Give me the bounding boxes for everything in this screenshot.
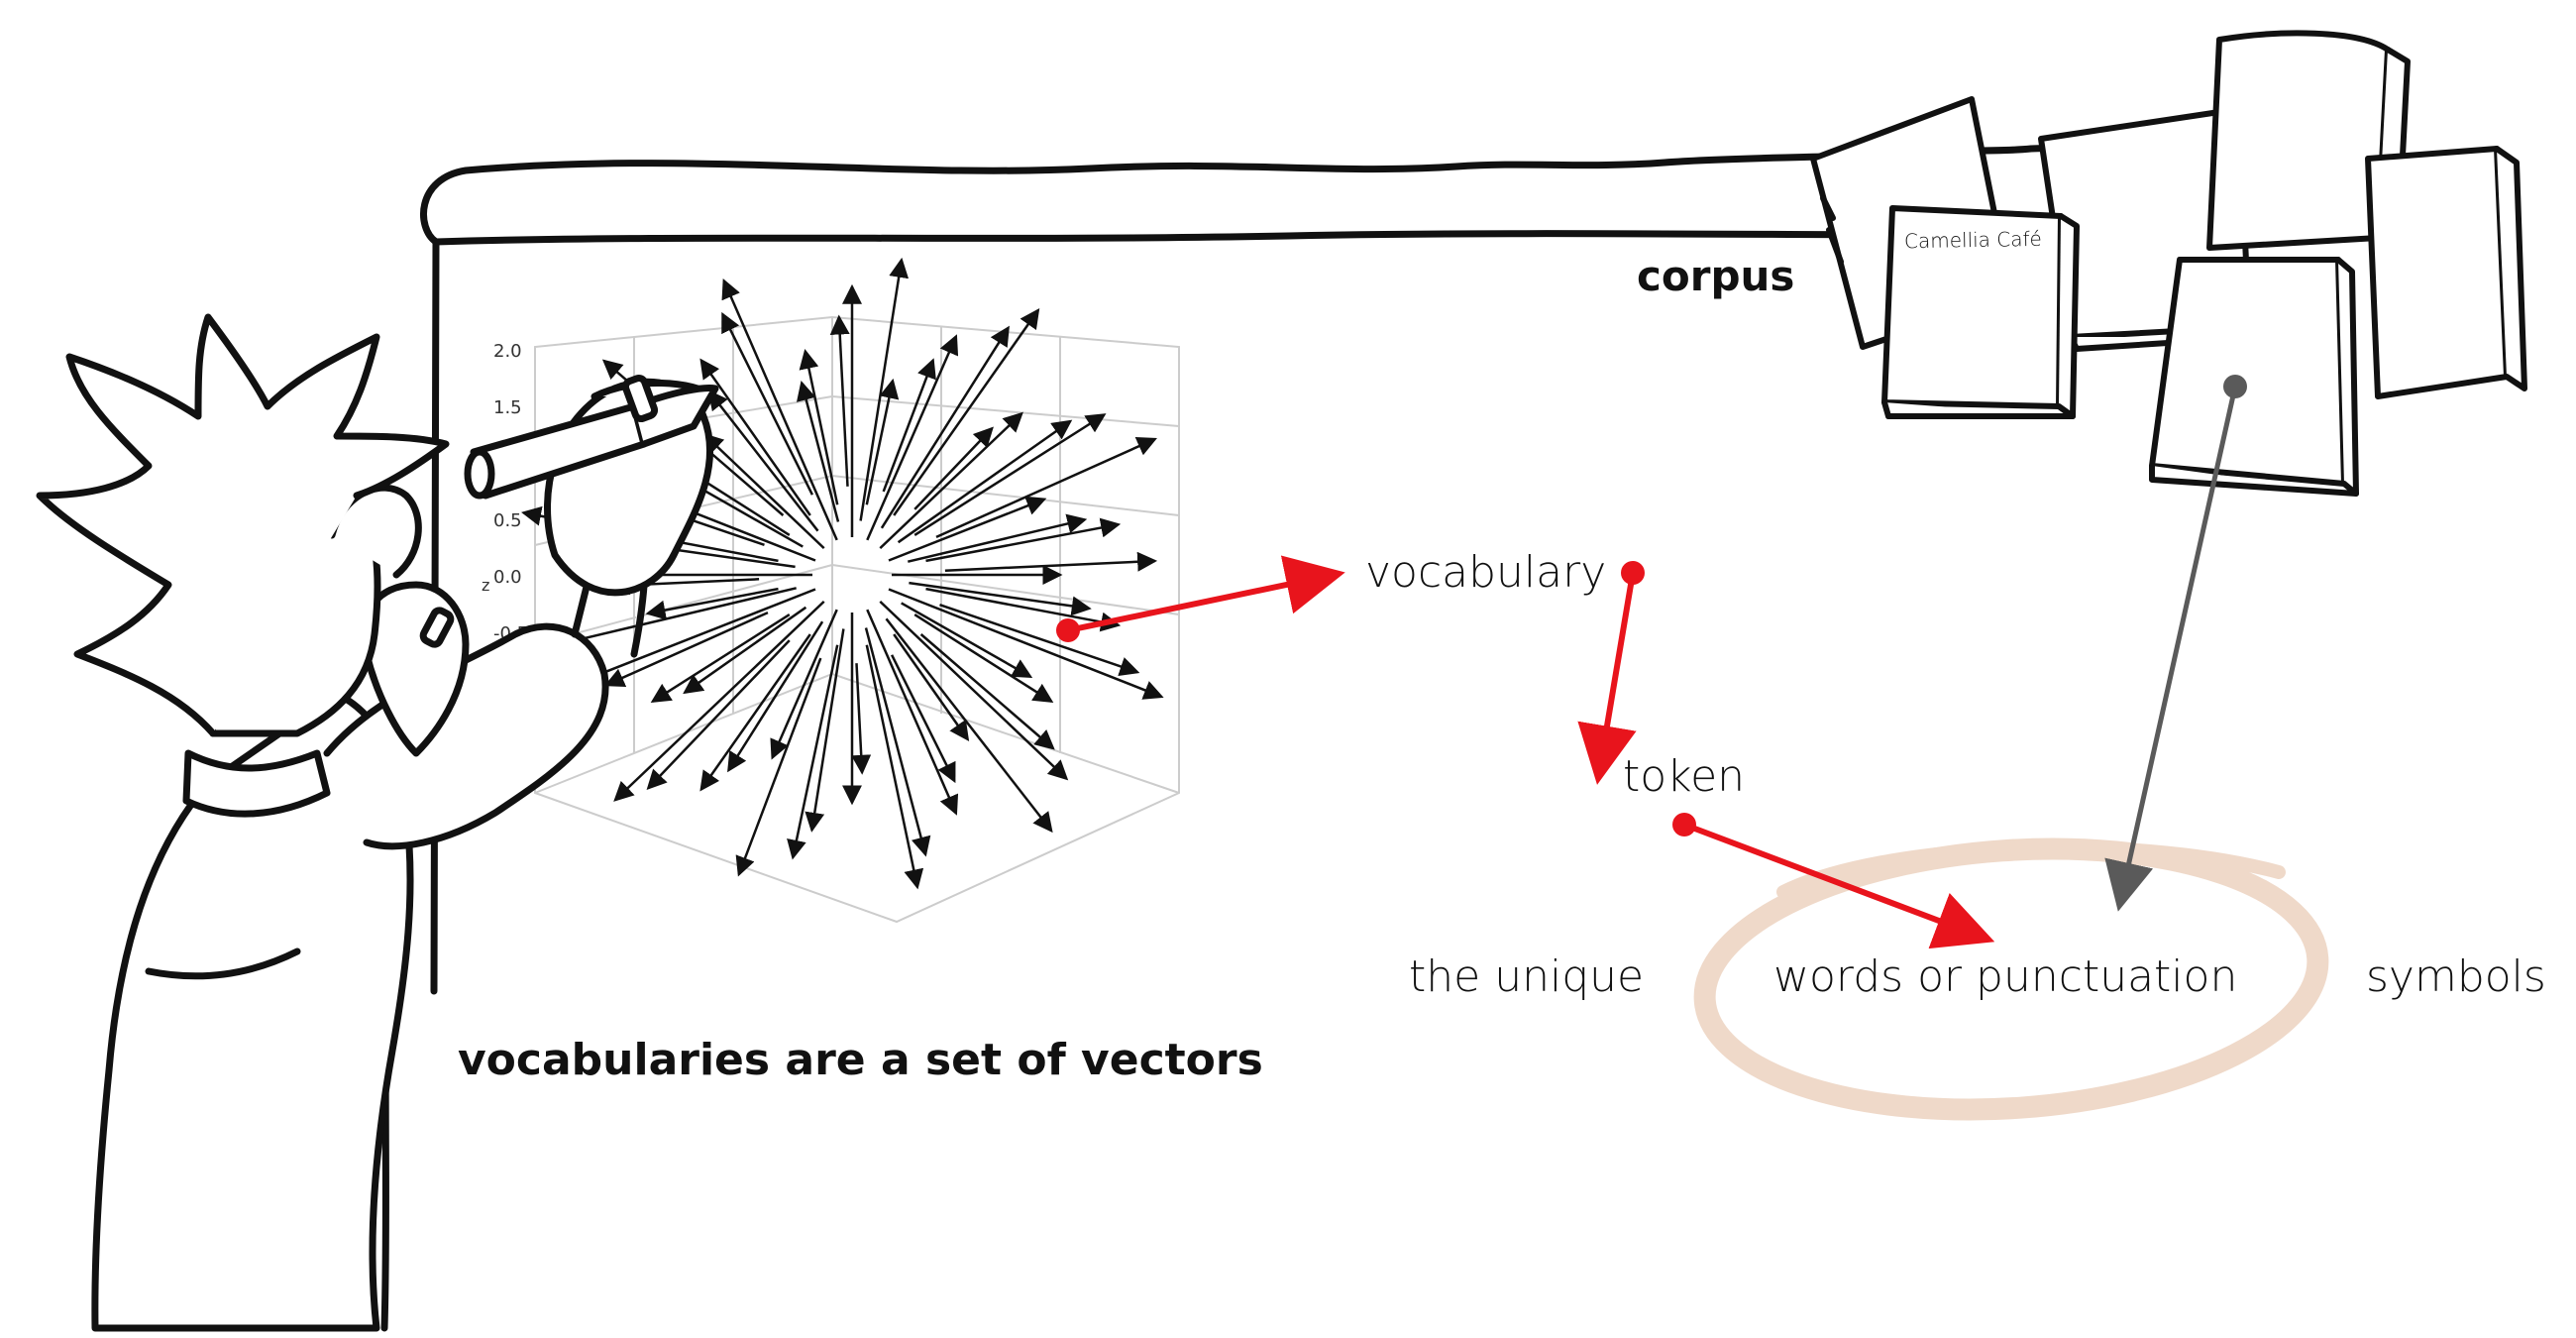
vector-arrow [925,517,1122,563]
arrow-token-to-words [1682,822,1995,949]
vector-arrows [521,257,1164,890]
vector-arrow [864,627,931,857]
corpus-books-illustration [1810,30,2527,497]
vector-arrow [865,644,924,890]
vector-arrow [787,644,839,860]
vector-arrow [866,609,959,816]
vector-arrow [829,314,850,487]
vector-arrow [882,358,936,493]
vocabulary-label: vocabulary [1365,547,1607,598]
person-drawing-illustration [36,313,719,1332]
vector-arrow [699,358,811,516]
symbols-label: symbols [2366,951,2546,1002]
vector-arrow [890,654,956,784]
vector-arrow [707,390,819,532]
vector-arrow [799,349,839,505]
vector-field-plot: 2.01.510.50.0-0.5-1 z [482,257,1180,924]
vector-arrow [721,311,814,496]
axis-tick-label: 0.0 [493,567,522,588]
vector-arrow [683,606,807,695]
arrow-corpus-to-words [2104,386,2238,912]
book-title-label: Camellia Café [1903,226,2043,254]
vector-arrow [909,581,1092,616]
arrow-plot-to-vocabulary [1067,555,1345,633]
vector-arrow [613,600,825,802]
axis-tick-label: 0.5 [493,510,522,531]
the-unique-label: the unique [1409,951,1645,1002]
vector-arrow [908,513,1088,563]
vector-arrow [735,657,822,877]
vector-arrow [569,588,816,689]
corpus-label: corpus [1637,252,1795,300]
vector-arrow [897,419,1073,544]
highlight-ring [1693,837,2329,1121]
vector-arrow [650,613,791,704]
vector-arrow [727,620,824,773]
vector-arrow [893,633,970,741]
arrow-origin-dot [1056,618,1080,642]
vector-arrow [879,411,1023,550]
vector-arrow [805,628,845,833]
vector-arrow [901,602,1033,678]
caption-label: vocabularies are a set of vectors [458,1035,1263,1085]
vector-arrow [603,611,769,688]
vector-arrow [893,307,1040,516]
arrow-origin-dot [1621,561,1645,585]
token-label: token [1623,751,1746,802]
vector-arrow [796,380,840,522]
vector-arrow [919,633,1055,750]
vector-arrow [721,279,838,541]
vector-arrow [702,433,825,550]
vector-arrow [865,378,900,505]
arrow-origin-dot [1672,813,1696,836]
vector-arrow [944,551,1158,572]
vector-arrow [913,613,1054,704]
vector-arrow [866,334,959,541]
connector-arrows [1056,375,2247,949]
axis-tick-label: 1.5 [493,397,522,418]
vector-arrow [913,413,1107,536]
vector-arrow [888,588,1164,700]
vector-arrow [888,496,1047,562]
vector-arrow [879,600,1069,781]
vector-arrow [851,663,872,775]
vector-arrow [880,325,1010,529]
arrow-origin-dot [2223,375,2247,398]
vector-arrow [770,609,838,760]
vector-arrow [935,437,1157,539]
vector-arrow [645,587,779,620]
z-axis-label: z [482,576,489,595]
vector-arrow [925,587,1122,632]
vector-arrow [913,426,994,510]
vector-arrow [699,633,811,792]
axis-tick-label: 2.0 [493,341,522,362]
vector-arrow [939,604,1140,677]
vector-arrow [646,639,791,791]
words-or-punctuation-label: words or punctuation [1773,951,2238,1002]
arrow-vocabulary-to-token [1577,572,1637,785]
